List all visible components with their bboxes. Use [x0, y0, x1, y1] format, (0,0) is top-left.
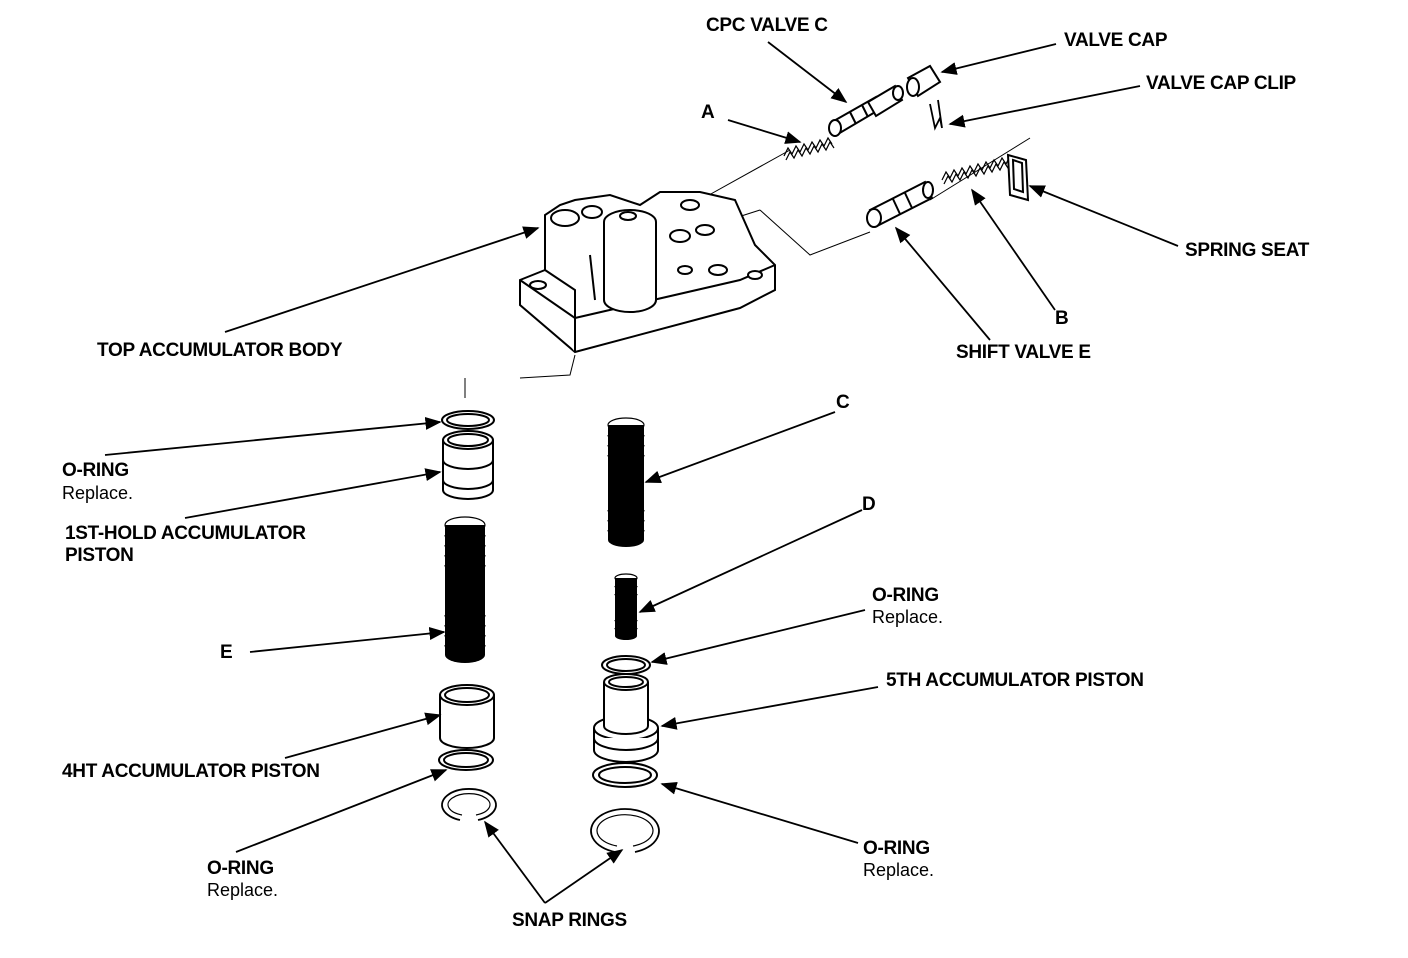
top-accumulator-body	[519, 191, 776, 354]
label-b: B	[1055, 308, 1069, 329]
spring-e	[444, 516, 486, 663]
label-valve-cap: VALVE CAP	[1064, 30, 1168, 51]
snap-ring-right	[590, 808, 660, 853]
label-first-hold-piston-line2: PISTON	[65, 545, 134, 566]
spring-b	[941, 154, 1017, 185]
cpc-valve-c	[828, 84, 904, 137]
label-o-ring-3: O-RING	[207, 858, 274, 879]
note-o-ring-1-replace: Replace.	[62, 483, 134, 503]
label-a: A	[701, 102, 715, 123]
valve-cap	[906, 64, 942, 98]
note-o-ring-4-replace: Replace.	[863, 860, 935, 880]
label-top-accumulator-body: TOP ACCUMULATOR BODY	[97, 340, 343, 361]
note-o-ring-2-replace: Replace.	[872, 607, 944, 627]
label-e: E	[220, 642, 233, 663]
note-o-ring-3-replace: Replace.	[207, 880, 279, 900]
label-d: D	[862, 494, 876, 515]
spring-a	[783, 136, 835, 161]
fourth-accumulator-piston	[439, 684, 495, 749]
o-ring-5th-bottom	[592, 762, 658, 788]
spring-seat	[1006, 153, 1030, 202]
label-fourth-accumulator-piston: 4HT ACCUMULATOR PISTON	[62, 761, 320, 782]
label-spring-seat: SPRING SEAT	[1185, 240, 1310, 261]
label-c: C	[836, 392, 850, 413]
spring-c	[607, 417, 645, 547]
o-ring-1st-hold	[441, 410, 495, 430]
label-valve-cap-clip: VALVE CAP CLIP	[1146, 73, 1296, 94]
spring-d	[614, 573, 638, 640]
leader-lines	[104, 41, 1179, 904]
valve-cap-clip	[929, 99, 943, 131]
label-shift-valve-e: SHIFT VALVE E	[956, 342, 1091, 363]
o-ring-5th-top	[601, 655, 651, 675]
label-first-hold-piston-line1: 1ST-HOLD ACCUMULATOR	[65, 523, 306, 544]
first-hold-accumulator-piston	[442, 430, 494, 500]
snap-ring-left	[441, 788, 497, 821]
label-cpc-valve-c: CPC VALVE C	[706, 15, 828, 36]
label-fifth-accumulator-piston: 5TH ACCUMULATOR PISTON	[886, 670, 1144, 691]
label-o-ring-1: O-RING	[62, 460, 129, 481]
label-snap-rings: SNAP RINGS	[512, 910, 627, 931]
o-ring-4th	[438, 749, 494, 771]
shift-valve-e	[866, 180, 934, 228]
label-o-ring-4: O-RING	[863, 838, 930, 859]
fifth-accumulator-piston	[593, 673, 659, 763]
label-o-ring-2: O-RING	[872, 585, 939, 606]
